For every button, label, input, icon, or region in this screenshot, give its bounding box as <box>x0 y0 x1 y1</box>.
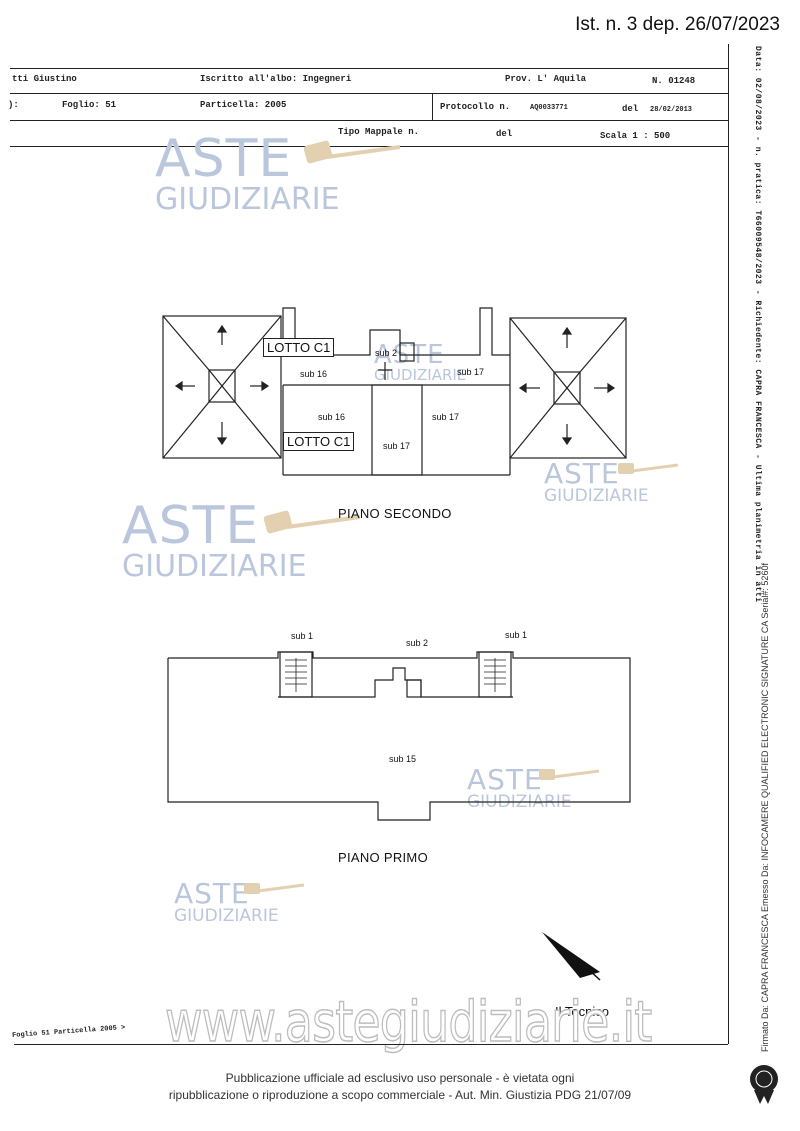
header-protocollo-num: AQ0033771 <box>530 104 568 112</box>
gavel-icon <box>244 883 305 894</box>
footer-line1: Pubblicazione ufficiale ad esclusivo uso… <box>225 1071 575 1085</box>
plan-title-primo: PIANO PRIMO <box>338 850 428 865</box>
gavel-icon <box>263 510 361 534</box>
header-rule <box>10 93 728 94</box>
header-scala: Scala 1 : 500 <box>600 131 671 141</box>
plan-label: sub 15 <box>389 754 417 764</box>
gavel-icon <box>303 140 401 164</box>
foglio-note: Foglio 51 Particella 2005 > <box>11 1024 126 1040</box>
plan-label: sub 17 <box>457 367 485 377</box>
header-prov: Prov. L' Aquila <box>505 74 587 84</box>
gavel-icon <box>539 769 600 780</box>
deposit-note: Ist. n. 3 dep. 26/07/2023 <box>575 14 780 35</box>
header-del-date: 28/02/2013 <box>650 106 693 114</box>
header-rule <box>10 120 728 121</box>
watermark: ASTE GIUDIZIARIE <box>544 457 649 506</box>
floor-plan-secondo <box>162 307 627 476</box>
plan-label: sub 1 <box>291 631 314 641</box>
plan-label: sub 16 <box>318 412 346 422</box>
frame-right <box>728 44 729 1044</box>
plan-label: sub 1 <box>505 630 528 640</box>
plan-label: sub 2 <box>406 638 429 648</box>
header-rule <box>10 146 728 147</box>
gavel-icon <box>618 463 679 474</box>
watermark: ASTE GIUDIZIARIE <box>174 877 279 926</box>
header-particella: Particella: 2005 <box>200 100 287 110</box>
lotto-label-bottom: LOTTO C1 <box>283 432 355 451</box>
header-protocollo: Protocollo n. <box>440 102 511 112</box>
plan-label: sub 16 <box>300 369 328 379</box>
header-iscritto: Iscritto all'albo: Ingegneri <box>200 74 352 84</box>
site-watermark: www.astegiudiziarie.it <box>164 989 653 1056</box>
header-rule <box>10 68 728 69</box>
plan-label: sub 2 <box>375 348 398 358</box>
header-name: tti Giustino <box>12 74 77 84</box>
margin-request-text: Data: 02/08/2023 - n. pratica: T66009548… <box>753 46 762 603</box>
header-num: N. 01248 <box>652 76 696 86</box>
header-del2: del <box>496 129 513 139</box>
frame-bottom <box>14 1044 728 1045</box>
plan-label: sub 17 <box>432 412 460 422</box>
plan-title-secondo: PIANO SECONDO <box>338 506 452 521</box>
lotto-label-top: LOTTO C1 <box>263 338 335 357</box>
floor-plan-primo <box>167 651 631 821</box>
header-foglio: Foglio: 51 <box>62 100 117 110</box>
footer-line2: ripubblicazione o riproduzione a scopo c… <box>168 1088 632 1102</box>
seal-icon <box>750 1065 778 1104</box>
plan-label: sub 17 <box>383 441 411 451</box>
watermark: ASTE GIUDIZIARIE <box>122 496 307 584</box>
header-tipo: Tipo Mappale n. <box>338 127 420 137</box>
tecnico-label: Il Tecnico <box>555 1004 609 1019</box>
header-del: del <box>622 104 639 114</box>
header-prefix: ): <box>8 100 19 110</box>
signature-text: Firmato Da: CAPRA FRANCESCA Emesso Da: I… <box>760 563 770 1052</box>
watermark: ASTE GIUDIZIARIE <box>467 763 572 812</box>
north-arrow-icon <box>542 932 601 981</box>
header-divider <box>432 93 433 120</box>
watermark: ASTE GIUDIZIARIE <box>155 129 340 217</box>
